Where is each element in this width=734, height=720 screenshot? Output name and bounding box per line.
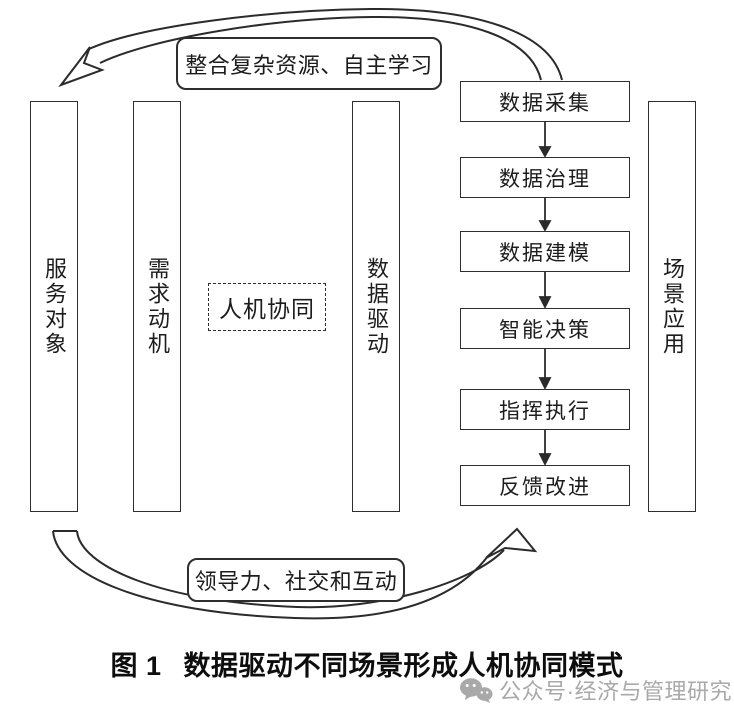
bottom-curved-arrow [52,527,538,620]
flow-step-box: 反馈改进 [460,465,630,506]
figure-caption: 图 1 数据驱动不同场景形成人机协同模式 [0,644,734,683]
watermark: 公众号·经济与管理研究 [459,674,732,706]
top-arrowhead [58,46,105,88]
flow-step-label: 数据建模 [499,240,591,265]
pillar-demand-motivation: 需求动机 [133,101,181,512]
flow-step-box: 数据建模 [460,231,630,272]
figure-number: 图 1 [110,651,162,681]
flow-step-box: 指挥执行 [460,389,630,430]
flow-connectors [538,122,552,467]
top-arrow-label: 整合复杂资源、自主学习 [185,52,433,78]
flow-step-label: 数据治理 [499,166,591,191]
flow-step-box: 智能决策 [460,308,630,349]
pillar-label: 场景应用 [660,256,685,357]
flow-step-label: 智能决策 [499,317,591,342]
bottom-arrowhead [485,527,538,559]
pillar-label: 服务对象 [42,256,67,357]
pillar-service-object: 服务对象 [30,101,78,512]
dashed-box-label: 人机协同 [219,297,315,322]
human-machine-collaboration-box: 人机协同 [208,283,326,331]
pillar-label: 数据驱动 [364,256,389,357]
watermark-text: 公众号·经济与管理研究 [499,679,732,704]
pillar-scenario-application: 场景应用 [648,101,696,512]
flow-step-box: 数据治理 [460,157,630,198]
flow-step-label: 反馈改进 [499,474,591,499]
bottom-arrow-label: 领导力、社交和互动 [194,569,398,594]
flow-step-box: 数据采集 [460,81,630,122]
flow-step-label: 指挥执行 [499,398,591,423]
flow-step-label: 数据采集 [499,90,591,115]
figure-title: 数据驱动不同场景形成人机协同模式 [183,651,624,681]
pillar-data-driven: 数据驱动 [352,101,400,512]
top-curved-arrow [58,7,563,88]
pillar-label: 需求动机 [145,256,170,357]
bottom-arrow-label-box: 领导力、社交和互动 [187,558,405,602]
top-arrow-label-box: 整合复杂资源、自主学习 [176,37,442,90]
wechat-icon [460,677,493,703]
